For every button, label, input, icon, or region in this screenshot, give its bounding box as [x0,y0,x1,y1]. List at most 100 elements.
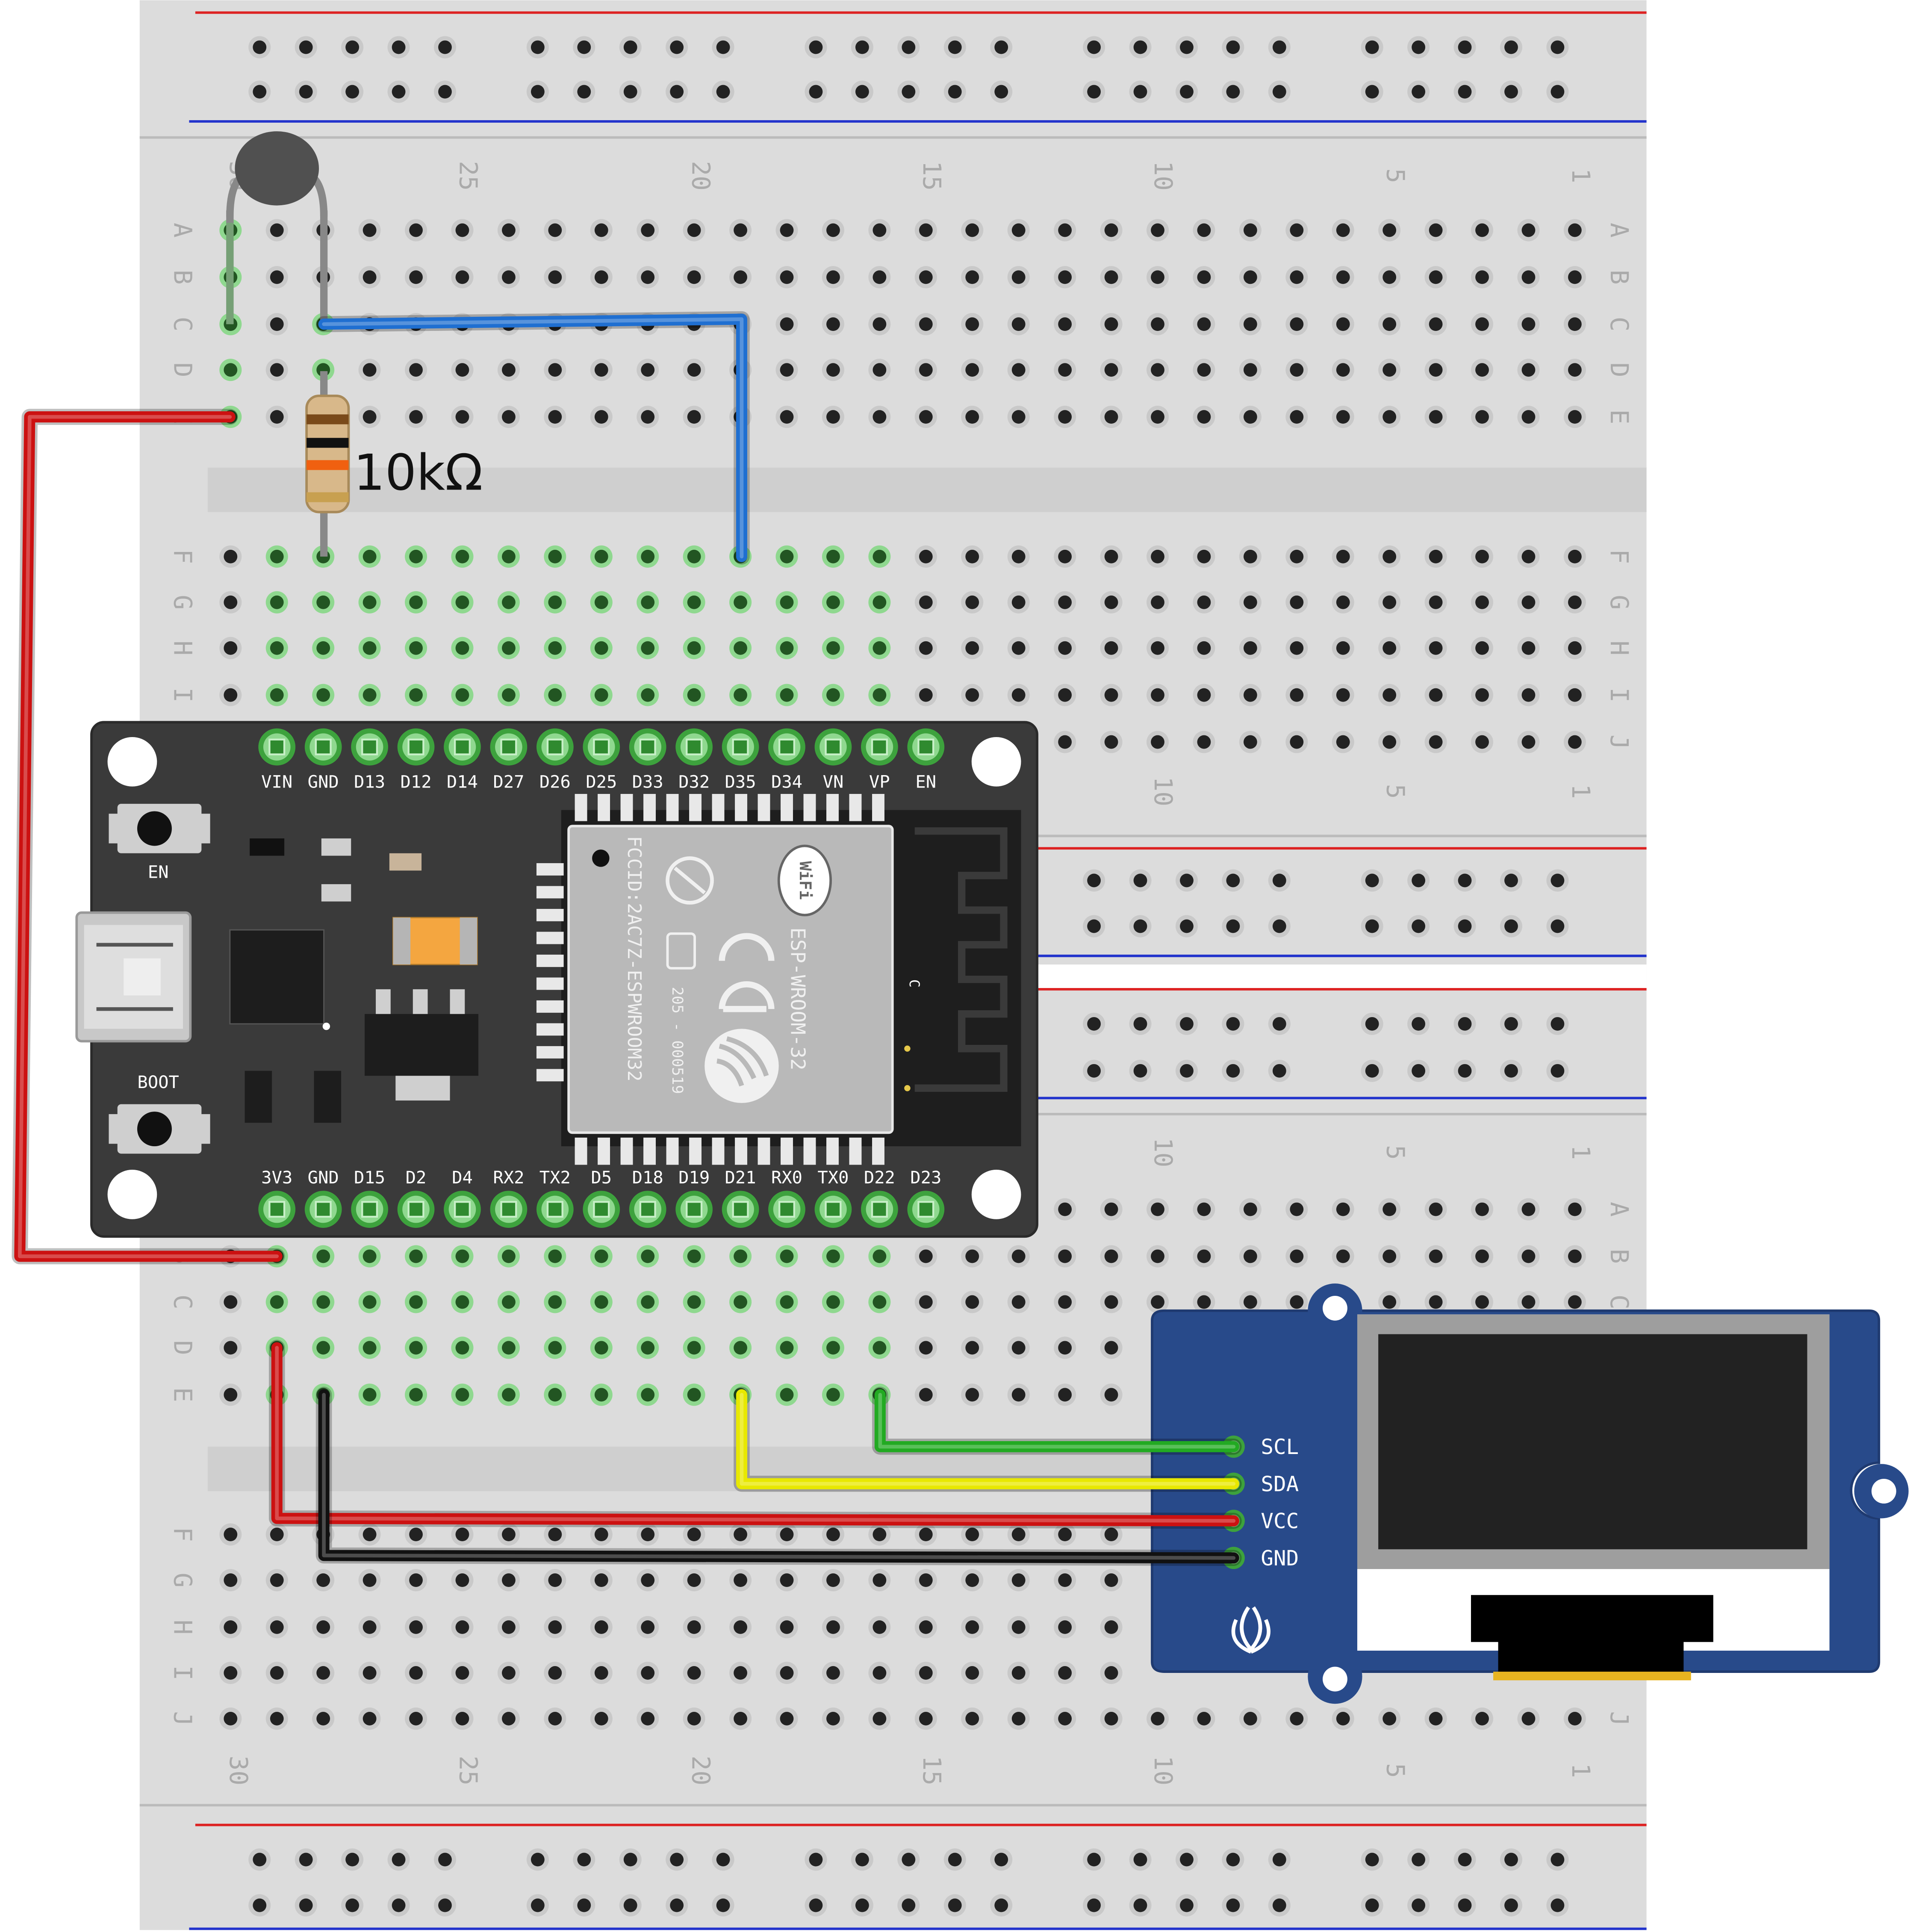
pin-label-d34: D34 [771,772,802,792]
breadboard-hole [1361,869,1383,892]
module-pad [575,1137,587,1165]
breadboard-hole [341,80,364,103]
esp32-bottom-header [258,1191,945,1228]
breadboard-hole [775,545,798,568]
breadboard-hole [544,591,566,614]
breadboard-hole [1193,591,1215,614]
header-pin-square [454,1201,471,1218]
breadboard-hole [1500,1894,1523,1917]
pin-label-d21: D21 [725,1167,756,1188]
breadboard-hole [961,1661,984,1684]
breadboard-hole [526,1848,549,1871]
wire-scl-highlight [878,1392,1236,1449]
breadboard-hole [990,1894,1013,1917]
breadboard-hole [775,1245,798,1268]
mount-hole [107,737,157,787]
breadboard-hole [1471,545,1494,568]
breadboard-hole [729,266,752,289]
breadboard-hole [1332,731,1354,753]
breadboard-hole [451,266,474,289]
breadboard-hole [1100,1245,1123,1268]
breadboard-hole [729,637,752,659]
row-letter: B [1605,270,1634,285]
breadboard-hole [1378,1198,1401,1221]
breadboard-hole [1146,545,1169,568]
breadboard-hole [822,1661,844,1684]
breadboard-hole [590,1707,613,1730]
breadboard-hole [1285,406,1308,428]
breadboard-hole [914,219,937,242]
pin-label-d23: D23 [910,1167,941,1188]
breadboard-hole [1285,1245,1308,1268]
breadboard-hole [729,1707,752,1730]
breadboard-hole [544,359,566,381]
breadboard-hole [590,219,613,242]
breadboard-hole [1500,915,1523,938]
breadboard-hole [265,1707,288,1730]
breadboard-hole [265,684,288,706]
breadboard-hole [1332,219,1354,242]
breadboard-hole [265,637,288,659]
breadboard-hole [683,1661,705,1684]
breadboard-hole [1471,1198,1494,1221]
breadboard-hole [619,80,642,103]
breadboard-hole [1054,1245,1076,1268]
resistor-label: 10kΩ [354,445,483,502]
module-pad [849,1137,862,1165]
breadboard-hole [358,684,381,706]
breadboard-hole [1471,266,1494,289]
breadboard-hole [1407,1894,1430,1917]
breadboard-hole [590,1616,613,1638]
breadboard-hole [405,1661,427,1684]
breadboard-hole [868,1661,891,1684]
breadboard-hole [1100,1291,1123,1313]
boot-button[interactable] [109,1104,210,1154]
breadboard-hole [683,637,705,659]
breadboard-hole [1175,1848,1198,1871]
module-pad [803,1137,816,1165]
breadboard-hole [248,1848,271,1871]
breadboard-hole [497,1245,520,1268]
breadboard-hole [248,36,271,59]
breadboard-hole [1332,545,1354,568]
breadboard-hole [961,359,984,381]
breadboard-hole [683,684,705,706]
breadboard-hole [405,1291,427,1313]
breadboard-hole [683,1336,705,1359]
module-pad [536,1069,564,1082]
breadboard-hole [683,1616,705,1638]
module-pad [666,1137,679,1165]
breadboard-hole [1146,219,1169,242]
breadboard-hole [544,1383,566,1406]
module-pad [712,1137,725,1165]
header-pin-square [268,738,286,755]
header-pin-square [546,1201,563,1218]
header-pin-square [593,738,610,755]
breadboard-hole [712,80,734,103]
breadboard-hole [573,80,595,103]
breadboard-hole [1268,1012,1291,1035]
breadboard-hole [219,359,242,381]
breadboard-hole [1239,313,1262,336]
header-pin-square [778,1201,796,1218]
en-button[interactable] [109,804,210,853]
breadboard-hole [1453,1012,1476,1035]
breadboard-hole [497,591,520,614]
pin-label-tx2: TX2 [539,1167,571,1188]
row-letter: A [168,223,197,238]
column-number: 1 [1566,784,1595,799]
breadboard-hole [868,1616,891,1638]
breadboard-hole [1146,1198,1169,1221]
cert-code: 205 - 000519 [669,987,686,1094]
breadboard-hole [358,545,381,568]
row-letter: I [1605,687,1634,702]
breadboard-hole [1285,684,1308,706]
breadboard-hole [341,1848,364,1871]
pin-label-d18: D18 [632,1167,663,1188]
breadboard-hole [1146,684,1169,706]
wires [12,311,1242,1566]
breadboard-hole [451,1661,474,1684]
module-pad [536,977,564,990]
breadboard-hole [637,1383,659,1406]
